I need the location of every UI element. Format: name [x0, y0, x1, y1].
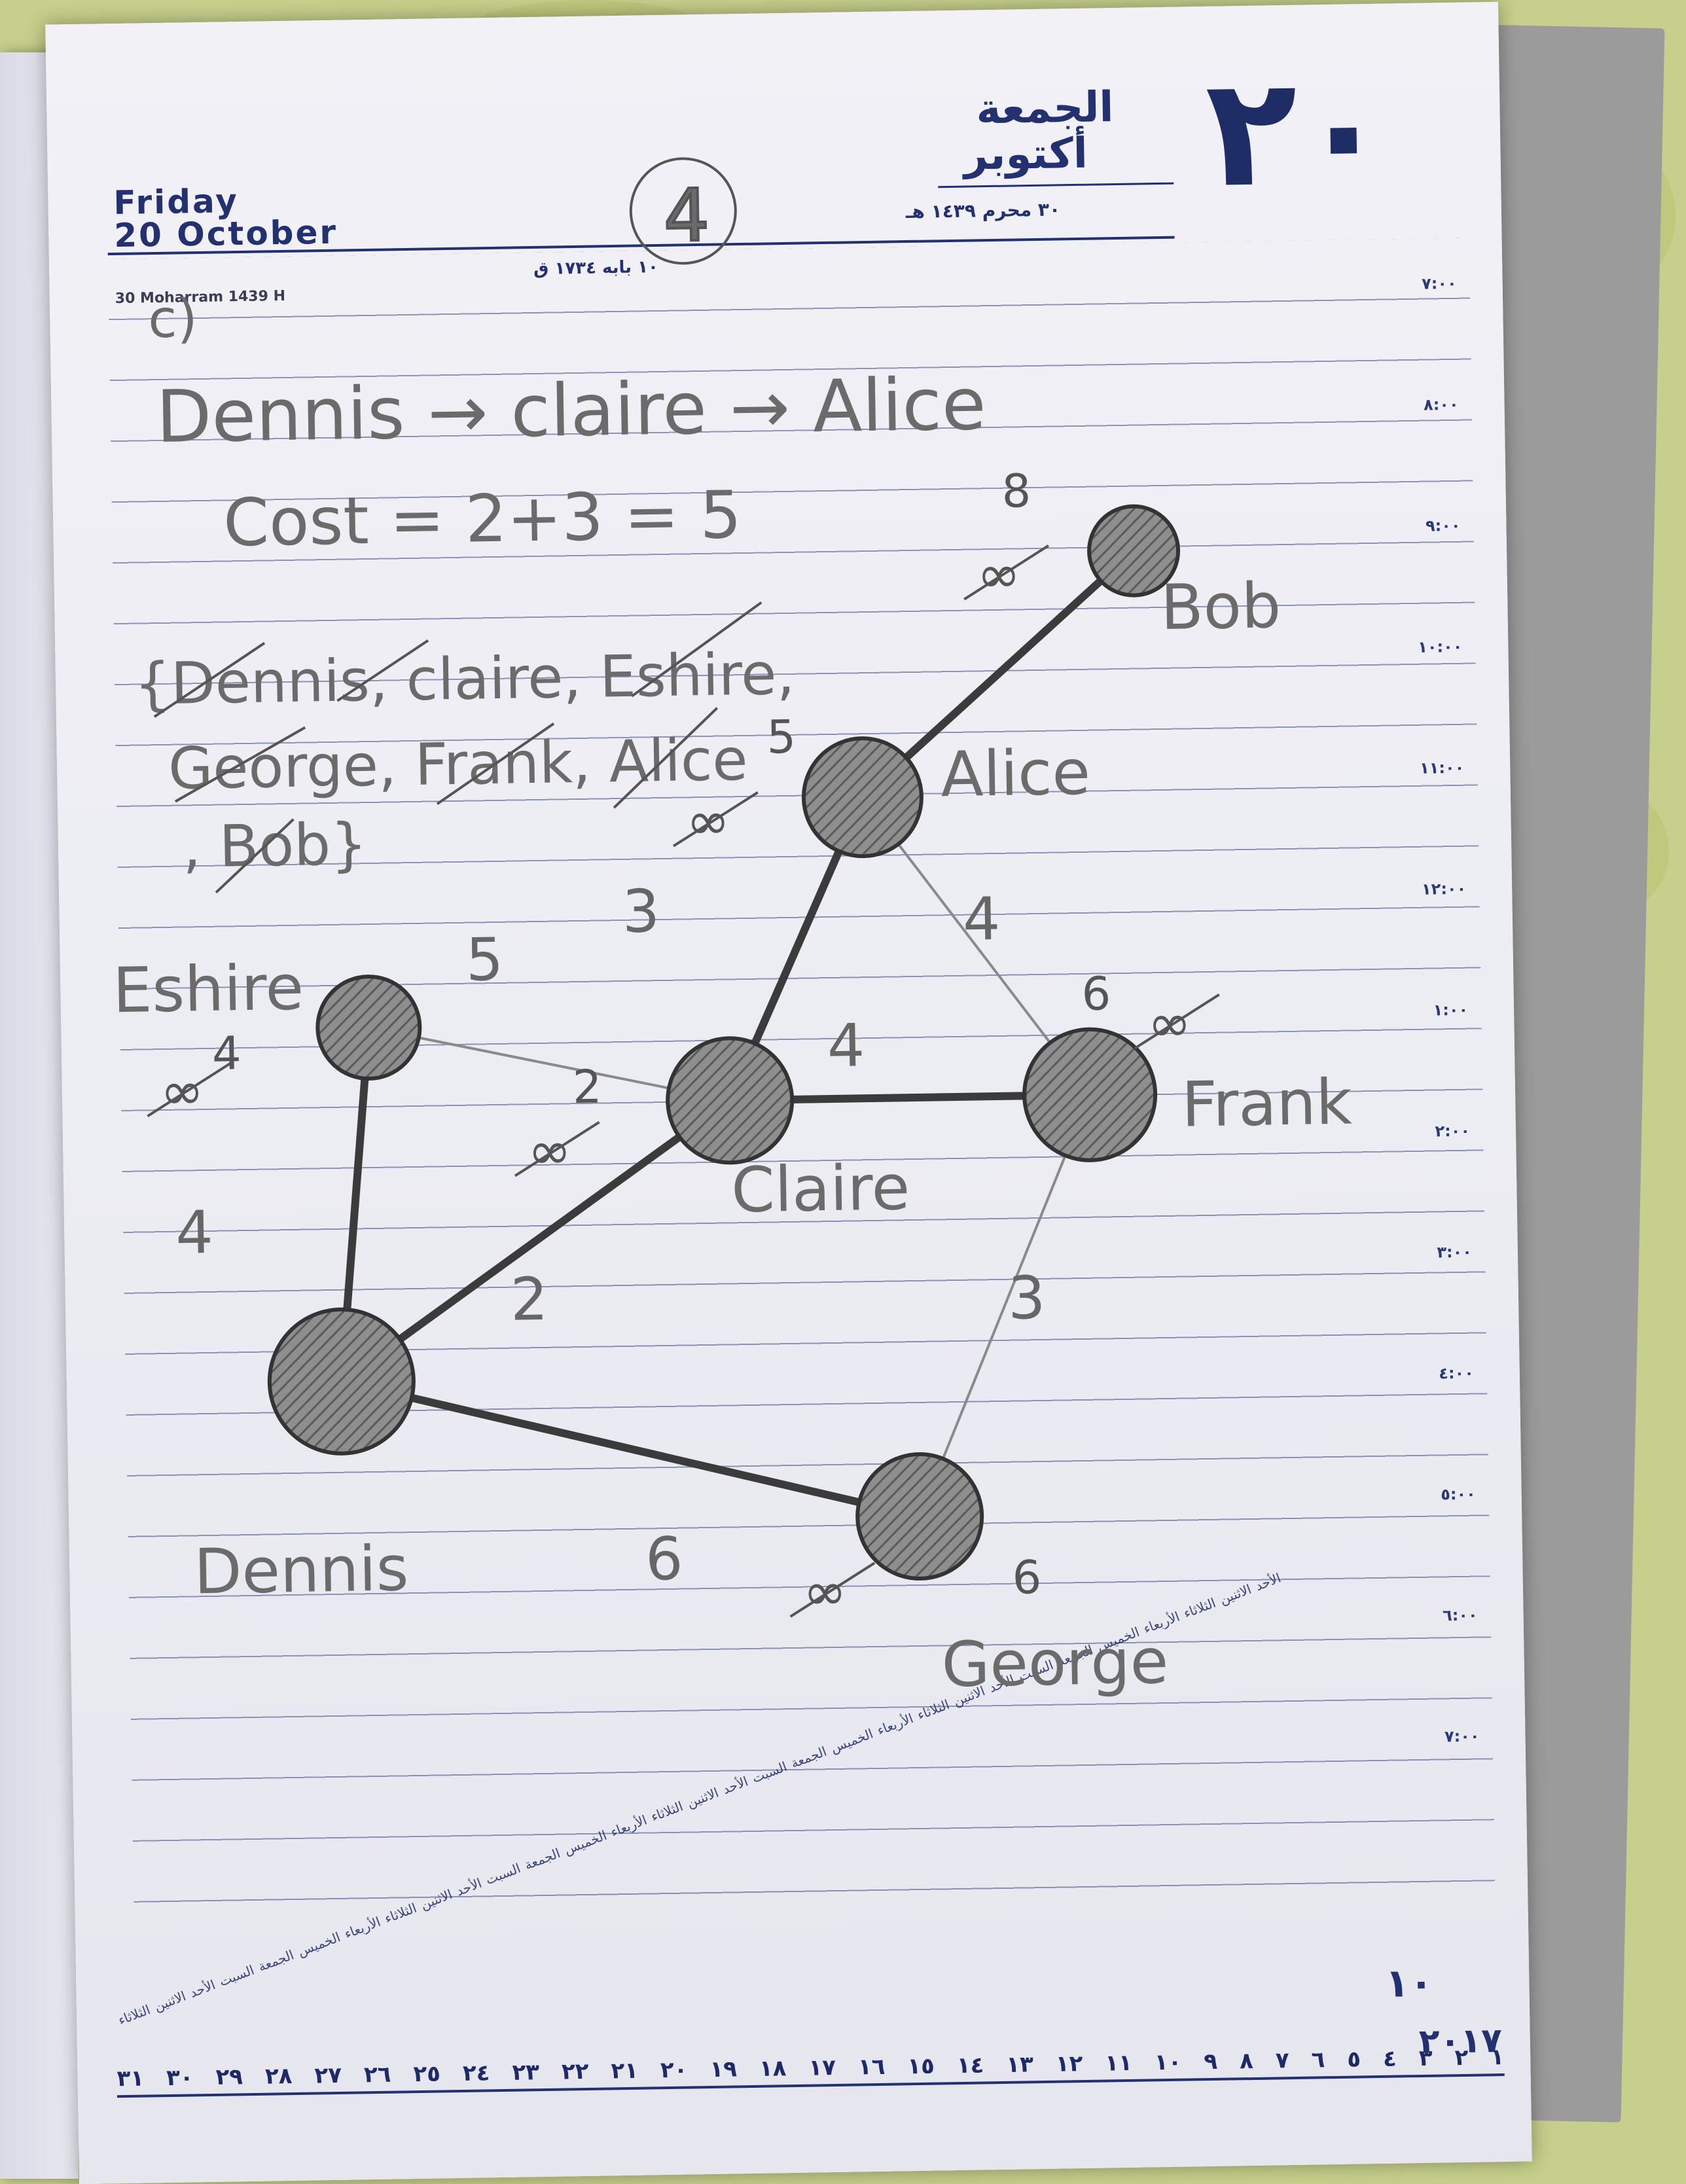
- node-distance: 6: [1012, 1550, 1042, 1605]
- strike-mark: [1134, 993, 1220, 1050]
- edge-alice-bob: [859, 548, 1137, 800]
- graph-nodes: Bob8∞Alice5∞Eshire4∞Claire2∞Frank6∞Denni…: [113, 464, 1353, 1701]
- edge-weight-label: 2: [510, 1265, 548, 1334]
- strike-mark: [963, 544, 1049, 601]
- strike-mark: [147, 1061, 233, 1118]
- node-claire: [666, 1036, 795, 1165]
- visited-set-line-3: , Bob}: [182, 810, 368, 880]
- node-distance: 2: [572, 1060, 602, 1114]
- node-old-distance: ∞: [686, 790, 730, 851]
- node-distance: 5: [766, 710, 797, 764]
- node-label: Bob: [1160, 570, 1282, 644]
- node-label: Dennis: [194, 1533, 410, 1608]
- node-label: George: [941, 1626, 1169, 1701]
- edge-weight-label: 4: [827, 1011, 865, 1081]
- edge-dennis-george: [340, 1377, 921, 1520]
- page-number-circle: [629, 157, 737, 265]
- node-old-distance: ∞: [528, 1120, 572, 1181]
- strike-mark: [514, 1120, 600, 1177]
- node-label: Claire: [730, 1152, 910, 1226]
- node-old-distance: ∞: [1147, 992, 1192, 1054]
- edge-weight-label: 5: [465, 925, 504, 995]
- edge-weight-label: 4: [175, 1198, 213, 1268]
- edge-weight-label: 6: [645, 1525, 683, 1594]
- strike-marks: [153, 601, 762, 894]
- node-george: [855, 1452, 984, 1581]
- node-bob: [1087, 504, 1181, 598]
- graph-drawing: 4 c) Dennis → claire → Alice Cost = 2+3 …: [113, 157, 1353, 1701]
- visited-set-line-1: {Dennis, claire, Eshire,: [134, 640, 795, 718]
- node-dennis: [267, 1307, 416, 1456]
- node-label: Frank: [1181, 1066, 1353, 1141]
- planner-page: Friday 20 October 30 Moharram 1439 H ١٠ …: [45, 1, 1532, 2184]
- edge-weight-label: 3: [622, 877, 660, 946]
- node-alice: [801, 736, 924, 859]
- node-distance: 8: [1001, 464, 1031, 518]
- strike-mark: [672, 791, 759, 848]
- edge-weight-label: 4: [962, 885, 1001, 954]
- node-distance: 6: [1081, 967, 1111, 1021]
- node-old-distance: ∞: [160, 1060, 204, 1122]
- node-old-distance: ∞: [977, 543, 1021, 605]
- node-old-distance: ∞: [802, 1561, 847, 1622]
- edge-weight-label: 3: [1007, 1264, 1046, 1333]
- node-label: Eshire: [113, 952, 304, 1028]
- cost-result: Cost = 2+3 = 5: [223, 476, 742, 561]
- node-frank: [1022, 1027, 1158, 1162]
- strike-mark: [789, 1562, 876, 1618]
- edge-frank-george: [918, 1094, 1091, 1517]
- page-number: 4: [663, 173, 710, 258]
- path-result: Dennis → claire → Alice: [156, 362, 987, 459]
- node-eshire: [315, 975, 422, 1081]
- node-label: Alice: [941, 737, 1091, 812]
- part-label: c): [148, 288, 198, 349]
- edge-dennis-claire: [339, 1097, 732, 1385]
